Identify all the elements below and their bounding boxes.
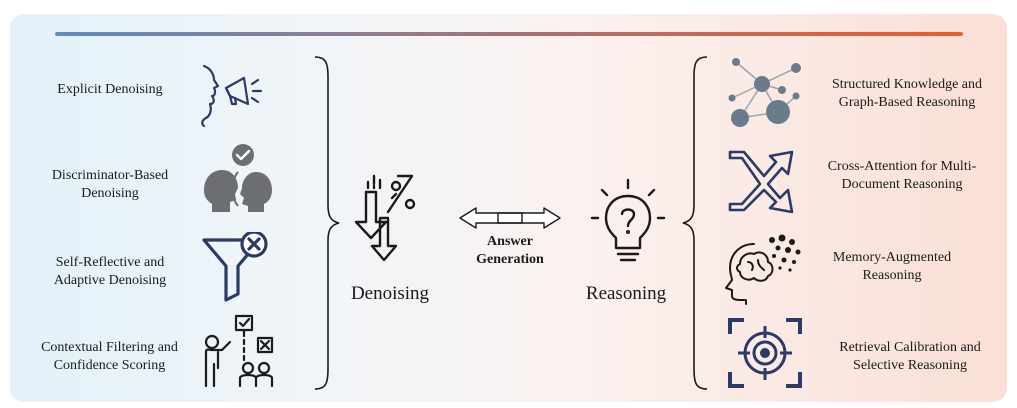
right-label-retrieval-calibration: Retrieval Calibration and Selective Reas… (839, 340, 981, 373)
left-bracket (314, 56, 340, 390)
right-bracket (682, 56, 708, 390)
presenter-checklist-icon (204, 314, 274, 388)
right-label-memory-augmented: Memory-Augmented Reasoning (832, 250, 952, 283)
memory-brain-icon (725, 234, 801, 305)
megaphone-speaker-icon (201, 64, 263, 128)
right-label-cross-attention: Cross-Attention for Multi- Document Reas… (827, 159, 977, 192)
diagram-panel (10, 14, 1007, 402)
knowledge-graph-icon (728, 58, 801, 127)
left-label-contextual-filtering: Contextual Filtering and Confidence Scor… (41, 340, 178, 373)
double-headed-arrow-icon (459, 207, 561, 229)
discriminator-heads-icon (204, 144, 272, 212)
answer-generation-label: Answer Generation (476, 234, 544, 267)
reasoning-label: Reasoning (585, 283, 667, 304)
target-crosshair-icon (728, 318, 802, 388)
denoising-label: Denoising (350, 283, 430, 304)
left-label-self-reflective-denoising: Self-Reflective and Adaptive Denoising (53, 255, 167, 288)
gradient-divider-line (55, 32, 963, 36)
denoising-arrows-percent-icon (354, 174, 416, 262)
lightbulb-question-icon (590, 178, 666, 262)
left-label-explicit-denoising: Explicit Denoising (57, 82, 163, 97)
crossing-arrows-icon (728, 150, 794, 214)
filter-x-icon (202, 232, 268, 302)
left-label-discriminator-denoising: Discriminator-Based Denoising (51, 168, 169, 201)
right-label-structured-knowledge: Structured Knowledge and Graph-Based Rea… (831, 77, 983, 110)
